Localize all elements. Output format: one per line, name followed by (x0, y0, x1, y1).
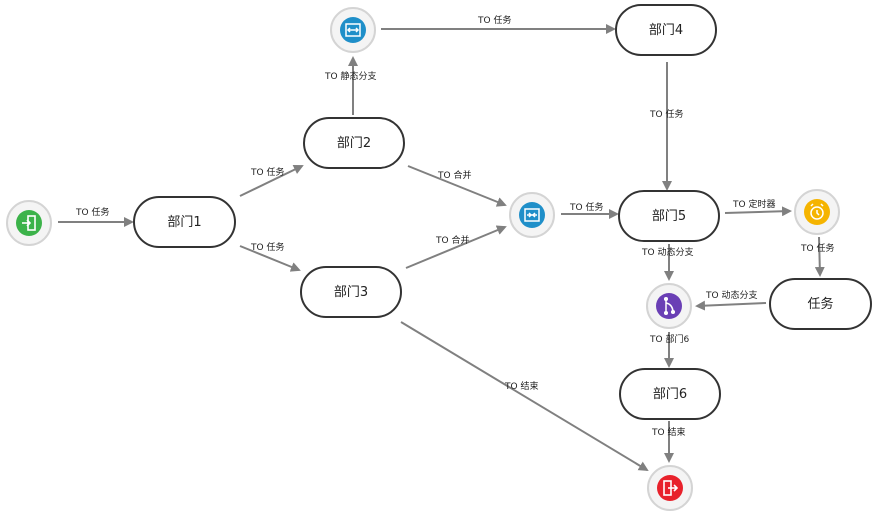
node-dept4[interactable]: 部门4 (615, 4, 717, 56)
static-branch-gateway[interactable] (330, 7, 376, 53)
edge-dept2-static-branch[interactable]: TO 静态分支 (324, 56, 376, 115)
node-label: 任务 (807, 296, 833, 312)
edge-label: TO 动态分支 (705, 289, 757, 301)
node-label: 部门1 (167, 215, 201, 230)
static-branch-icon (345, 23, 361, 37)
edge-label: TO 任务 (569, 201, 603, 213)
node-dept1[interactable]: 部门1 (133, 196, 236, 248)
edge-label: TO 部门6 (649, 333, 689, 345)
edge-label: TO 任务 (75, 206, 109, 218)
edge-dept4-dept5[interactable]: TO 任务 (649, 62, 683, 191)
end-event[interactable] (647, 465, 693, 511)
edge-dept3-merge[interactable]: TO 合并 (405, 225, 507, 269)
merge-icon (524, 208, 540, 222)
edge-timer-task[interactable]: TO 任务 (800, 236, 834, 277)
edge-dept1-dept2[interactable]: TO 任务 (239, 164, 304, 197)
start-icon (22, 215, 36, 231)
edge-task-dynamic-branch[interactable]: TO 动态分支 (695, 289, 767, 311)
dynamic-branch-gateway[interactable] (646, 283, 692, 329)
edge-label: TO 结束 (504, 380, 538, 392)
edge-label: TO 任务 (800, 242, 834, 254)
edge-dept1-dept3[interactable]: TO 任务 (239, 241, 301, 272)
edge-label: TO 任务 (477, 14, 511, 26)
node-label: 部门6 (653, 387, 687, 402)
merge-gateway[interactable] (509, 192, 555, 238)
edge-dept2-merge[interactable]: TO 合并 (407, 165, 507, 207)
edge-label: TO 合并 (437, 169, 471, 181)
node-dept6[interactable]: 部门6 (619, 368, 721, 420)
node-label: 部门5 (652, 209, 686, 224)
dynamic-branch-icon (663, 296, 676, 316)
edge-dept6-end[interactable]: TO 结束 (651, 421, 685, 463)
node-label: 部门2 (337, 136, 371, 151)
timer-icon (810, 203, 824, 220)
edge-start-dept1[interactable]: TO 任务 (58, 206, 134, 227)
edge-label: TO 结束 (651, 426, 685, 438)
edge-merge-dept5[interactable]: TO 任务 (561, 201, 619, 219)
node-dept2[interactable]: 部门2 (303, 117, 405, 169)
edge-dynamic-branch-dept6[interactable]: TO 部门6 (649, 332, 689, 368)
edge-label: TO 动态分支 (641, 246, 693, 258)
edge-dept5-dynamic-branch[interactable]: TO 动态分支 (641, 244, 693, 281)
node-dept3[interactable]: 部门3 (300, 266, 402, 318)
node-dept5[interactable]: 部门5 (618, 190, 720, 242)
edge-label: TO 合并 (435, 234, 469, 246)
node-label: 部门4 (649, 23, 683, 38)
node-task[interactable]: 任务 (769, 278, 872, 330)
edge-label: TO 静态分支 (324, 70, 376, 82)
edge-label: TO 任务 (649, 108, 683, 120)
edge-label: TO 任务 (250, 241, 284, 253)
end-icon (663, 480, 679, 496)
start-event[interactable] (6, 200, 52, 246)
edge-static-branch-dept4[interactable]: TO 任务 (381, 14, 616, 34)
node-label: 部门3 (334, 285, 368, 300)
edge-label: TO 定时器 (732, 198, 775, 210)
edge-dept3-end[interactable]: TO 结束 (400, 321, 649, 472)
edge-label: TO 任务 (250, 166, 284, 178)
edge-dept5-timer[interactable]: TO 定时器 (724, 198, 792, 217)
timer-event[interactable] (794, 189, 840, 235)
